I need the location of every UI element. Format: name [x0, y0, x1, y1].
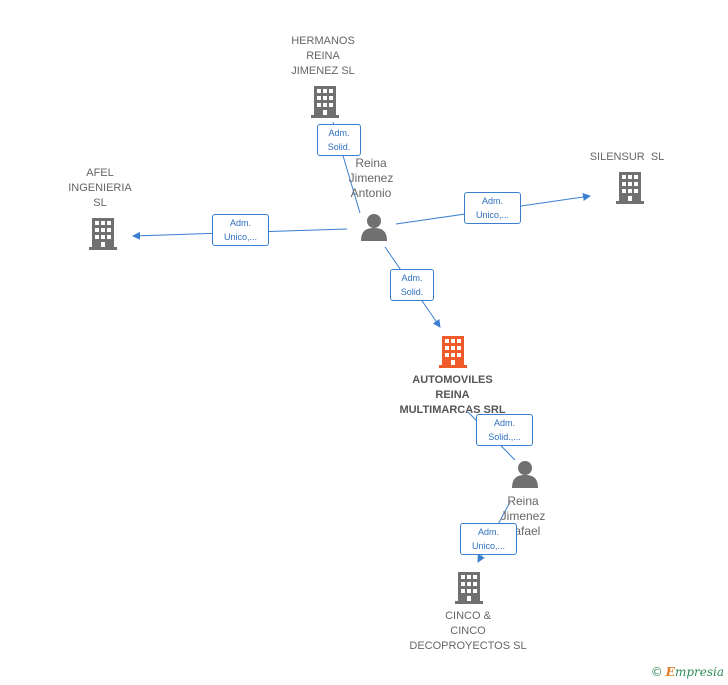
- copyright-icon: ©: [650, 665, 663, 679]
- brand-logo-initial: E: [665, 665, 675, 679]
- edge-label-hermanos[interactable]: Adm. Solid.: [317, 124, 361, 156]
- edge-label-afel[interactable]: Adm. Unico,...: [212, 214, 269, 246]
- node-label-antonio[interactable]: Reina Jimenez Antonio: [326, 156, 416, 201]
- node-label-cinco[interactable]: CINCO & CINCO DECOPROYECTOS SL: [398, 609, 538, 654]
- label-text: AUTOMOVILES REINA MULTIMARCAS SRL: [399, 374, 506, 416]
- edge-label-text: Adm. Unico,...: [475, 196, 509, 220]
- edge-label-text: Adm. Unico,...: [471, 527, 505, 551]
- edge-label-text: Adm. Solid.,...: [488, 418, 521, 442]
- edge-label-automoviles[interactable]: Adm. Solid.: [390, 269, 434, 301]
- building-icon-afel[interactable]: [89, 218, 117, 250]
- edge-label-rafael[interactable]: Adm. Solid.,...: [476, 414, 533, 446]
- edge-label-silensur[interactable]: Adm. Unico,...: [464, 192, 521, 224]
- building-icon-automoviles[interactable]: [439, 336, 467, 368]
- edge-label-text: Adm. Solid.: [327, 128, 351, 152]
- empresia-watermark: ©Empresia: [651, 665, 724, 679]
- node-label-silensur[interactable]: SILENSUR SL: [572, 150, 682, 165]
- building-icon-hermanos[interactable]: [311, 86, 339, 118]
- label-text: CINCO & CINCO DECOPROYECTOS SL: [409, 610, 527, 652]
- building-icon-silensur[interactable]: [616, 172, 644, 204]
- node-label-hermanos[interactable]: HERMANOS REINA JIMENEZ SL: [273, 34, 373, 79]
- edge-label-text: Adm. Unico,...: [223, 218, 257, 242]
- edge-label-cinco[interactable]: Adm. Unico,...: [460, 523, 517, 555]
- brand-logo-text: mpresia: [674, 665, 724, 679]
- person-icon-rafael[interactable]: [512, 461, 538, 488]
- node-label-afel[interactable]: AFEL INGENIERIA SL: [50, 166, 150, 211]
- label-text: Reina Jimenez Antonio: [348, 156, 394, 200]
- building-icon-cinco[interactable]: [455, 572, 483, 604]
- edge-label-text: Adm. Solid.: [400, 273, 424, 297]
- label-text: AFEL INGENIERIA SL: [68, 167, 132, 209]
- person-icon-antonio[interactable]: [361, 214, 387, 241]
- label-text: HERMANOS REINA JIMENEZ SL: [291, 35, 355, 77]
- label-text: SILENSUR SL: [589, 151, 665, 163]
- node-label-automoviles[interactable]: AUTOMOVILES REINA MULTIMARCAS SRL: [380, 373, 525, 418]
